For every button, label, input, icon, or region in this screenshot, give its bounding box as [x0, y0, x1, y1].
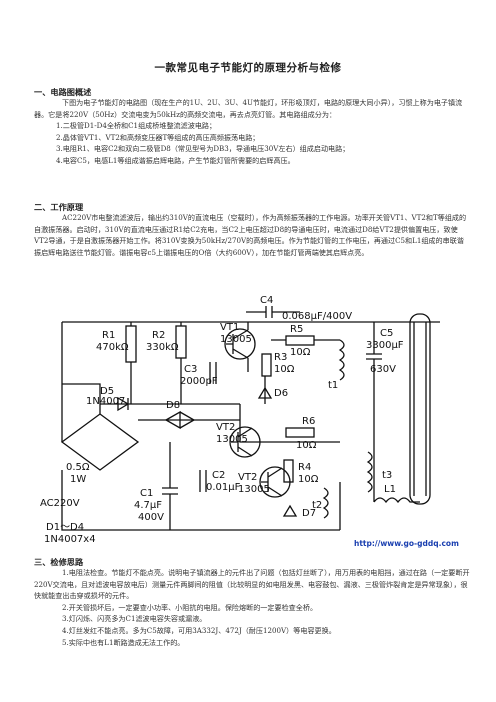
lamp-tube: [409, 313, 431, 505]
section-heading-repair: 三、检修思路: [34, 557, 84, 567]
label-l1: L1: [384, 484, 396, 495]
c5-capacitor: [366, 322, 382, 502]
repair-item: 1.电阻法检查。节能灯不能点亮。说明电子镇流器上的元件出了问题（包括灯丝断了），…: [34, 568, 470, 601]
label-ac-input: AC220V: [40, 498, 80, 509]
label-d6: D6: [274, 388, 288, 399]
overview-item: 1.二极管D1-D4全桥和C1组成桥堆整流滤波电路；: [56, 121, 217, 131]
page-title: 一款常见电子节能灯的原理分析与检修: [154, 62, 342, 74]
label-r2-value: 330kΩ: [146, 342, 179, 353]
vt1-transistor: [224, 328, 256, 360]
label-t2: t2: [312, 500, 322, 511]
overview-intro: 下图为电子节能灯的电路图（现在生产的1U、2U、3U、4U节能灯，环形吸顶灯，电…: [34, 98, 463, 119]
repair-item: 5.实际中也有L1断路造成无法工作的。: [62, 637, 185, 647]
label-d8: D8: [166, 400, 180, 411]
overview-item: 3.电阻R1、电容C2和双向二极管D8（常见型号为DB3，导通电压30V左右）组…: [56, 144, 350, 154]
section-heading-overview: 一、电路图概述: [34, 87, 92, 97]
l1-inductor: [373, 497, 420, 504]
label-c5-value2: 630V: [370, 364, 396, 375]
label-c2-value: 0.01μF: [206, 482, 241, 493]
label-t3: t3: [382, 470, 392, 481]
label-t1: t1: [328, 380, 338, 391]
label-c1-value1: 4.7μF: [134, 500, 162, 511]
circuit-svg: C4 0.068μF/400V R1 470kΩ R2 330kΩ VT1 13…: [40, 295, 459, 548]
label-r6: R6: [302, 416, 315, 427]
label-c5: C5: [380, 328, 393, 339]
r6-resistor: [285, 427, 315, 438]
label-vt2: VT2: [216, 422, 235, 433]
label-c4-value: 0.068μF/400V: [282, 311, 352, 322]
label-r3: R3: [274, 352, 287, 363]
label-r5: R5: [290, 324, 303, 335]
principle-text: AC220V市电整流滤波后，输出约310V的直流电压（空载时），作为高频振荡器的…: [34, 213, 467, 257]
label-fuse-value2: 1W: [70, 474, 86, 485]
watermark-url: http://www.go-gddq.com: [354, 539, 459, 548]
label-vt1-value: 13005: [220, 334, 252, 345]
vt2-transistor: [229, 426, 261, 458]
overview-item: 4.电容C5，电感L1等组成谐振启辉电路，产生节能灯管所需要的启辉高压。: [56, 155, 295, 165]
transformer-t1: [338, 339, 345, 381]
section-principle-body: AC220V市电整流滤波后，输出约310V的直流电压（空载时），作为高频振荡器的…: [34, 212, 470, 258]
c4-capacitor: [265, 306, 273, 318]
label-r2: R2: [152, 330, 165, 341]
section-repair-body: 1.电阻法检查。节能灯不能点亮。说明电子镇流器上的元件出了问题（包括灯丝断了），…: [34, 567, 470, 648]
transformer-t2: [322, 487, 329, 519]
r3-resistor: [261, 353, 272, 377]
label-vt2-lower-value: 13005: [238, 484, 270, 495]
label-c1: C1: [140, 488, 153, 499]
label-c5-value1: 3300μF: [366, 340, 404, 351]
repair-item: 3.灯闪烁、闪亮多为C1滤波电容失容或漏液。: [62, 614, 207, 624]
section-overview-body: 下图为电子节能灯的电路图（现在生产的1U、2U、3U、4U节能灯，环形吸顶灯，电…: [34, 97, 470, 167]
label-r1-value: 470kΩ: [96, 342, 129, 353]
label-d1-d4-value: 1N4007x4: [44, 534, 96, 545]
label-c3-value: 2000pF: [180, 376, 218, 387]
repair-item: 2.开关管损坏后，一定要查小功率、小阻抗的电阻。保险熔断的一定要检查全桥。: [62, 602, 318, 612]
label-vt1: VT1: [220, 322, 239, 333]
d5-diode: [117, 396, 130, 412]
label-r5-value: 10Ω: [290, 347, 311, 358]
transformer-t3: [366, 451, 373, 493]
bridge-rectifier: [60, 413, 140, 471]
r5-resistor: [285, 335, 315, 346]
label-c2: C2: [212, 470, 225, 481]
label-vt2-value: 13005: [216, 434, 248, 445]
label-r1: R1: [102, 330, 115, 341]
label-r4: R4: [298, 462, 311, 473]
label-d5-value: 1N4007: [86, 396, 125, 407]
label-fuse-value1: 0.5Ω: [66, 462, 90, 473]
label-r3-value: 10Ω: [274, 364, 295, 375]
repair-item: 4.灯丝发红不能点亮。多为C5故障，可用3A332J、472J（耐压1200V）…: [62, 625, 336, 635]
r4-resistor: [283, 459, 294, 483]
label-c1-value2: 400V: [138, 512, 164, 523]
label-c3: C3: [184, 364, 197, 375]
label-d1-d4: D1～D4: [46, 522, 84, 533]
c3-capacitor: [209, 362, 217, 384]
c1-capacitor: [162, 442, 178, 530]
d7-diode: [282, 504, 298, 517]
label-r4-value: 10Ω: [298, 474, 319, 485]
overview-item: 2.晶体管VT1、VT2和高频变压器T等组成的高压高频振荡电路；: [56, 132, 260, 142]
label-r6-value: 10Ω: [296, 440, 317, 451]
label-vt2-lower: VT2: [238, 472, 257, 483]
circuit-diagram: C4 0.068μF/400V R1 470kΩ R2 330kΩ VT1 13…: [40, 292, 460, 550]
label-c4: C4: [260, 295, 273, 306]
section-heading-principle: 二、工作原理: [34, 202, 84, 212]
c2-capacitor: [199, 470, 207, 492]
label-d5: D5: [100, 386, 114, 397]
label-d7: D7: [302, 508, 316, 519]
